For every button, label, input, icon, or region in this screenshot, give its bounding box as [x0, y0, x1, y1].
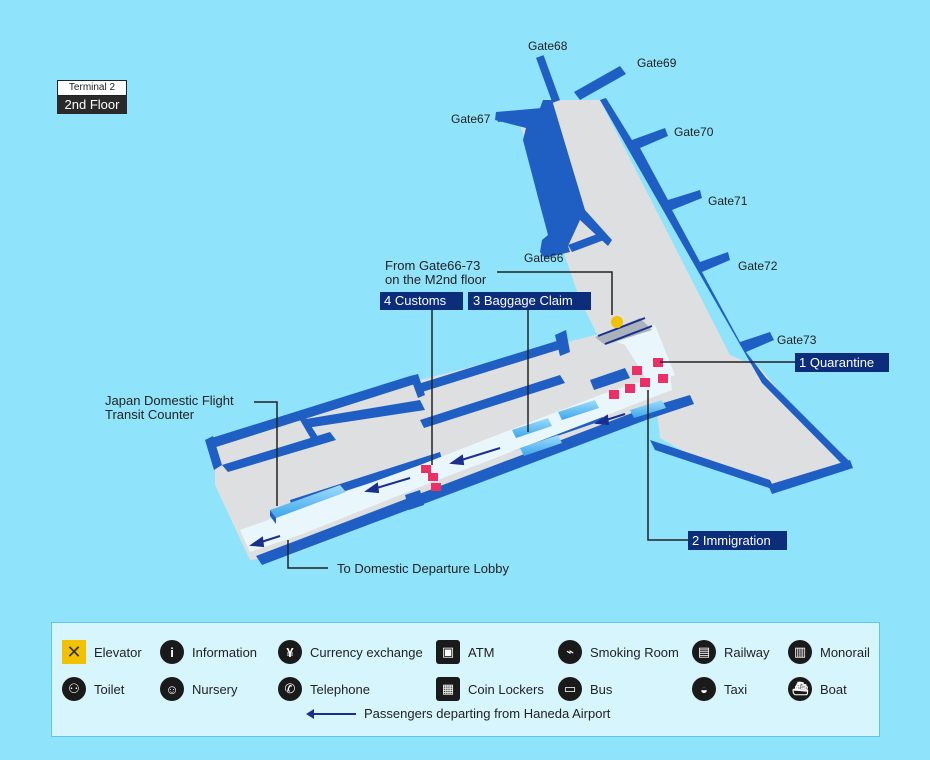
boat-icon: ⛴ [788, 677, 812, 701]
bus-icon: ▭ [558, 677, 582, 701]
gate70-label: Gate70 [674, 125, 714, 139]
from-gates-line1: From Gate66-73 [385, 258, 480, 273]
elevator-icon [611, 316, 623, 328]
nursery-icon: ☺ [160, 677, 184, 701]
gate67-label: Gate67 [451, 112, 491, 126]
legend-currency: ¥ Currency exchange [278, 639, 423, 665]
atm-icon: ▣ [436, 640, 460, 664]
transit-line2: Transit Counter [105, 407, 195, 422]
immigration-label: 2 Immigration [692, 533, 771, 548]
legend-nursery: ☺ Nursery [160, 676, 238, 702]
legend-railway: ▤ Railway [692, 639, 770, 665]
legend-elevator: ✕ Elevator [62, 639, 142, 665]
gate66-label: Gate66 [524, 251, 564, 265]
legend-atm: ▣ ATM [436, 639, 494, 665]
currency-exchange-icon: ¥ [278, 640, 302, 664]
transit-line1: Japan Domestic Flight [105, 393, 234, 408]
elevator-icon: ✕ [62, 640, 86, 664]
domestic-lobby-label: To Domestic Departure Lobby [337, 561, 509, 576]
floor-label: 2nd Floor [57, 96, 127, 114]
gate72-label: Gate72 [738, 259, 778, 273]
floor-badge: Terminal 2 2nd Floor [57, 80, 127, 114]
legend-smoking: ⌁ Smoking Room [558, 639, 679, 665]
gate68-label: Gate68 [528, 39, 568, 53]
legend: ✕ Elevator i Information ¥ Currency exch… [51, 622, 880, 737]
legend-departing: Passengers departing from Haneda Airport [306, 706, 610, 721]
legend-coin-lockers: ▦ Coin Lockers [436, 676, 544, 702]
terminal-label: Terminal 2 [57, 80, 127, 96]
terminal-map: Gate68 Gate69 Gate67 Gate70 Gate71 Gate7… [105, 39, 889, 576]
escalator [595, 316, 653, 345]
pier-walls [495, 55, 853, 494]
toilet-icon: ⚇ [62, 677, 86, 701]
quarantine-label: 1 Quarantine [799, 355, 874, 370]
from-gates-line2: on the M2nd floor [385, 272, 487, 287]
legend-monorail: ▥ Monorail [788, 639, 870, 665]
coin-locker-icon: ▦ [436, 677, 460, 701]
legend-boat: ⛴ Boat [788, 676, 847, 702]
taxi-icon: ◒ [692, 677, 716, 701]
smoking-room-icon: ⌁ [558, 640, 582, 664]
legend-bus: ▭ Bus [558, 676, 612, 702]
leader-lines [254, 271, 795, 569]
gate71-label: Gate71 [708, 194, 748, 208]
gate73-label: Gate73 [777, 333, 817, 347]
information-icon: i [160, 640, 184, 664]
legend-toilet: ⚇ Toilet [62, 676, 124, 702]
railway-icon: ▤ [692, 640, 716, 664]
flow-arrows [249, 413, 626, 548]
gate69-label: Gate69 [637, 56, 677, 70]
departing-arrow-icon [306, 708, 356, 719]
monorail-icon: ▥ [788, 640, 812, 664]
customs-label: 4 Customs [384, 293, 447, 308]
legend-information: i Information [160, 639, 257, 665]
customs-counters [421, 465, 441, 491]
transit-counter [270, 485, 346, 524]
legend-telephone: ✆ Telephone [278, 676, 370, 702]
legend-taxi: ◒ Taxi [692, 676, 747, 702]
quarantine-counters [609, 358, 668, 399]
baggage-claim-label: 3 Baggage Claim [473, 293, 573, 308]
telephone-icon: ✆ [278, 677, 302, 701]
